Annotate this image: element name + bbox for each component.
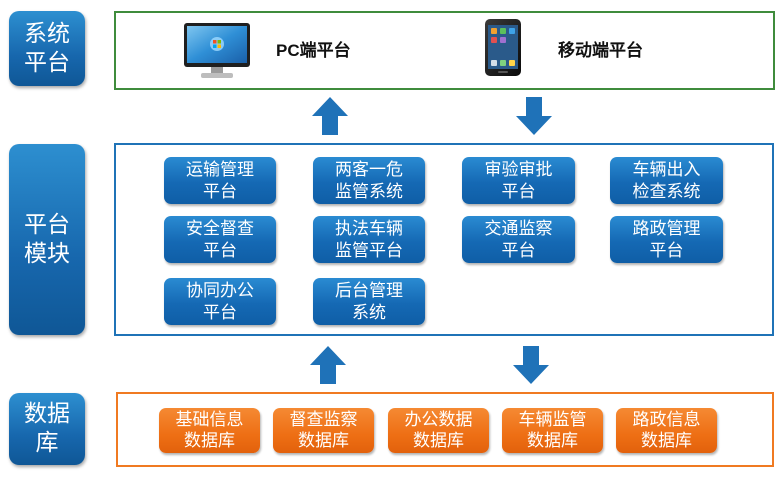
module-two-passenger-hazard[interactable]: 两客一危监管系统 bbox=[313, 157, 425, 204]
module-label: 审验审批平台 bbox=[484, 159, 553, 202]
module-backend-management[interactable]: 后台管理系统 bbox=[313, 278, 425, 325]
module-label: 后台管理系统 bbox=[335, 280, 403, 323]
arrow-up-icon bbox=[309, 345, 347, 385]
module-transport-management[interactable]: 运输管理平台 bbox=[164, 157, 276, 204]
pc-platform-label: PC端平台 bbox=[276, 41, 351, 60]
module-label: 路政管理平台 bbox=[632, 218, 701, 261]
module-label: 执法车辆监管平台 bbox=[335, 218, 403, 261]
side-label-system: 系统平台 bbox=[9, 11, 85, 86]
db-label: 车辆监管数据库 bbox=[518, 409, 587, 451]
module-safety-supervision[interactable]: 安全督查平台 bbox=[164, 216, 276, 263]
module-road-administration[interactable]: 路政管理平台 bbox=[610, 216, 723, 263]
module-traffic-monitoring[interactable]: 交通监察平台 bbox=[462, 216, 575, 263]
arrow-up-icon bbox=[311, 96, 349, 136]
db-vehicle-supervision[interactable]: 车辆监管数据库 bbox=[502, 408, 603, 453]
mobile-platform-label: 移动端平台 bbox=[558, 41, 643, 60]
module-law-vehicle-supervision[interactable]: 执法车辆监管平台 bbox=[313, 216, 425, 263]
module-label: 交通监察平台 bbox=[484, 218, 553, 261]
side-label-system-text: 系统平台 bbox=[24, 20, 70, 76]
arrow-down-icon bbox=[515, 96, 553, 136]
module-collaborative-office[interactable]: 协同办公平台 bbox=[164, 278, 276, 325]
module-label: 协同办公平台 bbox=[186, 280, 254, 323]
db-label: 路政信息数据库 bbox=[632, 409, 701, 451]
side-label-modules-text: 平台模块 bbox=[24, 211, 70, 267]
smartphone-icon bbox=[483, 18, 523, 77]
db-label: 督查监察数据库 bbox=[289, 409, 358, 451]
module-label: 运输管理平台 bbox=[186, 159, 254, 202]
arrow-down-icon bbox=[512, 345, 550, 385]
module-label: 两客一危监管系统 bbox=[335, 159, 403, 202]
monitor-icon bbox=[183, 22, 251, 80]
db-supervision-inspection[interactable]: 督查监察数据库 bbox=[273, 408, 374, 453]
module-label: 安全督查平台 bbox=[186, 218, 254, 261]
db-road-info[interactable]: 路政信息数据库 bbox=[616, 408, 717, 453]
db-office-data[interactable]: 办公数据数据库 bbox=[388, 408, 489, 453]
db-basic-info[interactable]: 基础信息数据库 bbox=[159, 408, 260, 453]
db-label: 办公数据数据库 bbox=[404, 409, 473, 451]
db-label: 基础信息数据库 bbox=[175, 409, 244, 451]
side-label-modules: 平台模块 bbox=[9, 144, 85, 335]
side-label-database: 数据库 bbox=[9, 393, 85, 465]
module-label: 车辆出入检查系统 bbox=[632, 159, 701, 202]
side-label-database-text: 数据库 bbox=[24, 401, 70, 456]
module-vehicle-entry-check[interactable]: 车辆出入检查系统 bbox=[610, 157, 723, 204]
module-inspection-approval[interactable]: 审验审批平台 bbox=[462, 157, 575, 204]
